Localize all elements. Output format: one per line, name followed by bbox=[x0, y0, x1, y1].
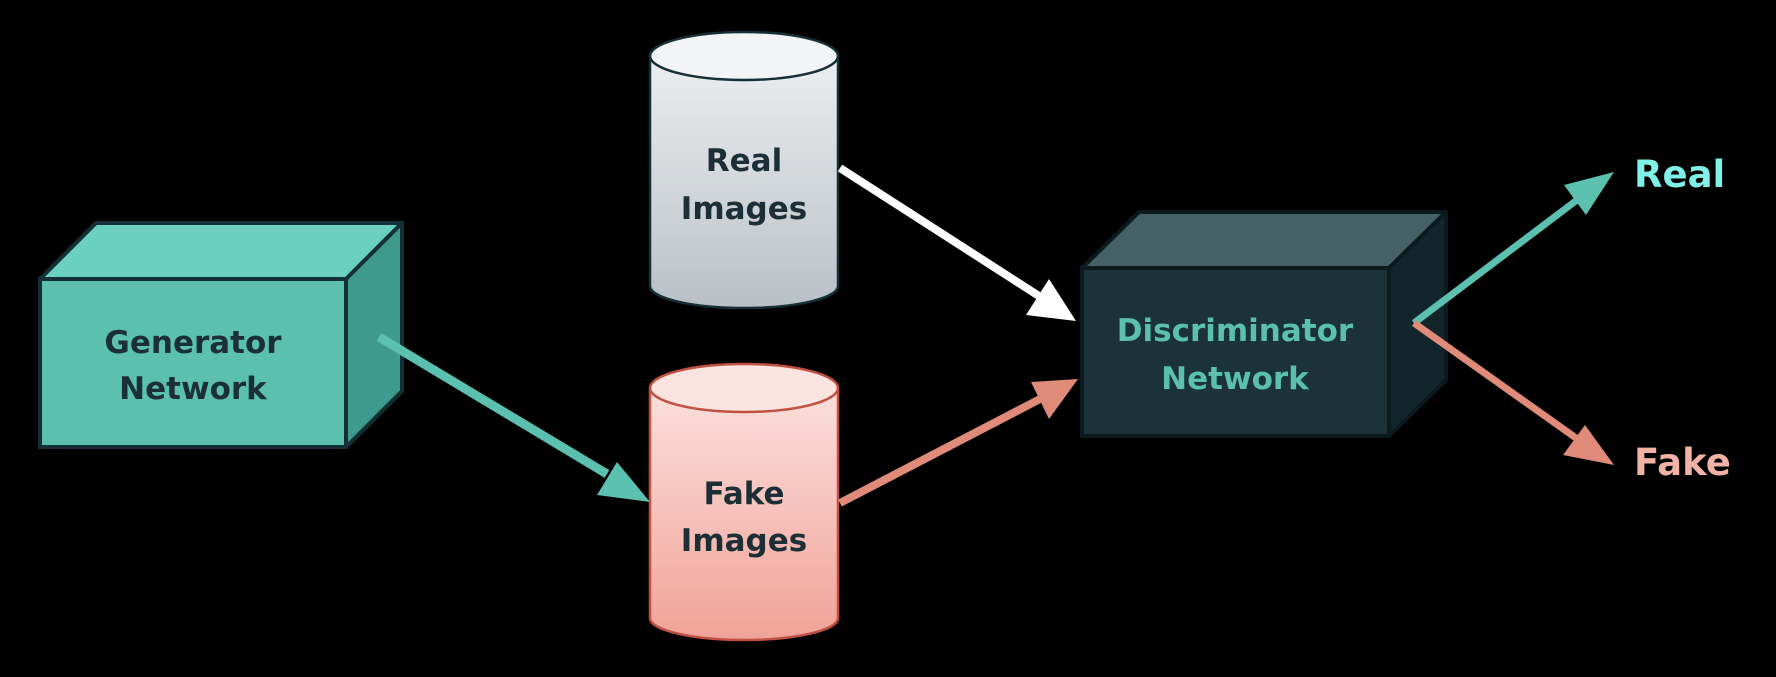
real-cylinder-top bbox=[648, 30, 840, 82]
fake-images-label-line2: Images bbox=[681, 523, 807, 559]
generator-box-front bbox=[38, 277, 348, 449]
arrow-generator-to-fake bbox=[376, 333, 650, 502]
fake-images-cylinder: Fake Images bbox=[648, 362, 840, 642]
real-images-label-line1: Real bbox=[706, 143, 782, 179]
fake-images-label-line1: Fake bbox=[703, 476, 784, 512]
discriminator-network-box: Discriminator Network bbox=[1080, 210, 1448, 438]
real-images-cylinder: Real Images bbox=[648, 30, 840, 310]
output-fake-label: Fake bbox=[1634, 441, 1731, 484]
arrow-real-to-discriminator bbox=[837, 164, 1076, 321]
discriminator-box-front bbox=[1080, 266, 1391, 438]
generator-network-box: Generator Network bbox=[38, 221, 404, 449]
generator-label-line1: Generator bbox=[104, 325, 282, 361]
arrow-discriminator-to-fake bbox=[1411, 320, 1614, 465]
discriminator-box-top bbox=[1080, 210, 1448, 270]
discriminator-label-line2: Network bbox=[1161, 361, 1310, 397]
generator-label-line2: Network bbox=[119, 371, 268, 407]
discriminator-label-line1: Discriminator bbox=[1117, 313, 1354, 349]
generator-box-top bbox=[38, 221, 404, 281]
fake-cylinder-top bbox=[648, 362, 840, 414]
arrow-fake-to-discriminator bbox=[838, 379, 1078, 507]
arrow-discriminator-to-real bbox=[1411, 172, 1614, 326]
real-images-label-line2: Images bbox=[681, 191, 807, 227]
output-real-label: Real bbox=[1634, 153, 1725, 196]
fake-cylinder-body bbox=[648, 388, 840, 642]
real-cylinder-body bbox=[648, 56, 840, 310]
